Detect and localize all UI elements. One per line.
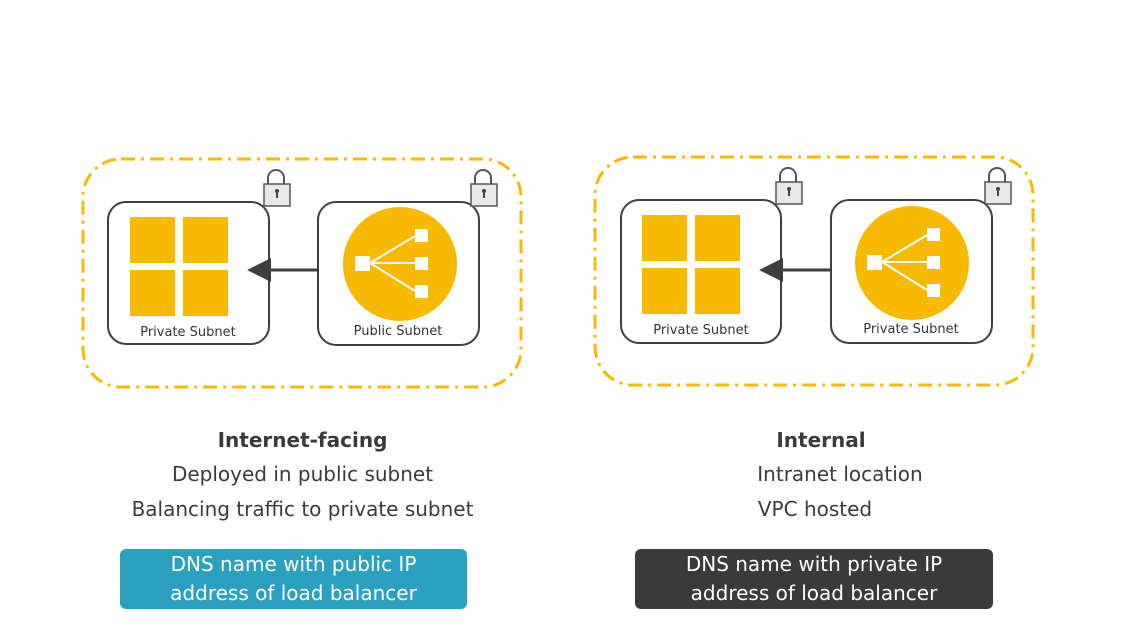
private-dns-line-1: DNS name with private IP	[685, 552, 943, 576]
left-line-1: Deployed in public subnet	[171, 462, 434, 486]
load-balancer-icon	[343, 207, 457, 321]
left-private-subnet-label: Private Subnet	[140, 325, 236, 340]
right-private-subnet-b-label: Private Subnet	[863, 322, 959, 337]
left-caption: Internet-facing Deployed in public subne…	[60, 423, 545, 527]
right-line-1: Intranet location	[757, 462, 923, 486]
left-heading: Internet-facing	[217, 428, 388, 452]
public-dns-line-1: DNS name with public IP	[170, 552, 417, 576]
padlock-icon	[984, 167, 1012, 205]
left-line-2: Balancing traffic to private subnet	[131, 497, 474, 521]
padlock-icon	[263, 169, 291, 207]
grid-icon	[130, 217, 228, 316]
right-line-2: VPC hosted	[757, 497, 873, 521]
right-heading: Internal	[776, 428, 866, 452]
left-public-subnet: Public Subnet	[317, 201, 480, 346]
right-private-subnet-b: Private Subnet	[830, 199, 993, 344]
public-dns-box: DNS name with public IP address of load …	[120, 549, 467, 609]
left-public-subnet-label: Public Subnet	[354, 324, 443, 339]
public-dns-line-2: address of load balancer	[170, 581, 417, 605]
private-dns-line-2: address of load balancer	[690, 581, 938, 605]
private-dns-box: DNS name with private IP address of load…	[635, 549, 993, 609]
right-private-subnet-a-label: Private Subnet	[653, 323, 749, 338]
right-private-subnet-a: Private Subnet	[620, 199, 782, 344]
grid-icon	[642, 215, 740, 314]
padlock-icon	[470, 169, 498, 207]
left-private-subnet: Private Subnet	[107, 201, 270, 345]
padlock-icon	[775, 167, 803, 205]
right-caption: Internal Intranet location VPC hosted	[590, 423, 1090, 527]
load-balancer-icon	[855, 206, 969, 320]
right-vpc-boundary	[593, 155, 1035, 387]
left-vpc-boundary	[81, 157, 523, 389]
